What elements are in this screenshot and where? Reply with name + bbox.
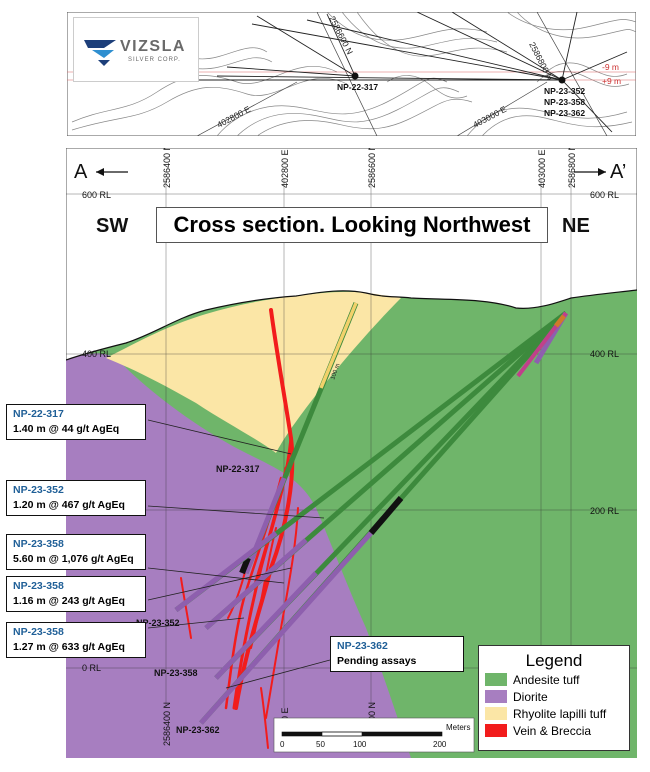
callout-assay: Pending assays [337, 655, 417, 667]
legend-label: Andesite tuff [513, 672, 580, 687]
offset-label-plus: +9 m [602, 76, 621, 86]
plan-drill-traces [197, 12, 628, 133]
callout-hole: NP-23-352 [13, 484, 64, 496]
plan-collar-label: NP-23-358 [544, 97, 585, 107]
rl-left-0: 0 RL [82, 663, 101, 673]
callout-box: NP-22-317 1.40 m @ 44 g/t AgEq [6, 404, 146, 440]
section-end-left: A [74, 161, 88, 183]
callout-box: NP-23-358 1.16 m @ 243 g/t AgEq [6, 576, 146, 612]
vizsla-logo-mark: VIZSLA SILVER CORP. [84, 38, 186, 66]
hole-label: NP-23-358 [154, 668, 198, 678]
plan-collar-label: NP-22-317 [337, 82, 378, 92]
hole-label: NP-22-317 [216, 464, 260, 474]
legend-item-andesite: Andesite tuff [485, 671, 629, 688]
callout-assay: 1.20 m @ 467 g/t AgEq [13, 499, 125, 511]
grid-label-top: 403000 E [537, 149, 547, 188]
grid-label-top: 2586400 N [162, 148, 172, 188]
rl-right-200: 200 RL [590, 506, 619, 516]
callout-assay: 5.60 m @ 1,076 g/t AgEq [13, 553, 134, 565]
plan-collar-label: NP-23-352 [544, 86, 585, 96]
callout-leaders [147, 419, 331, 689]
callout-hole: NP-23-362 [337, 640, 388, 652]
callout-box: NP-23-362 Pending assays [330, 636, 464, 672]
legend-label: Rhyolite lapilli tuff [513, 706, 607, 721]
offset-label-minus: -9 m [602, 62, 619, 72]
legend-swatch [485, 707, 507, 720]
cross-section: 100 m A A’ SW NE 600 RL 400 RL 0 RL 600 … [66, 148, 637, 758]
callout-assay: 1.40 m @ 44 g/t AgEq [13, 423, 120, 435]
direction-ne: NE [562, 215, 590, 237]
callout-box: NP-23-352 1.20 m @ 467 g/t AgEq [6, 480, 146, 516]
rl-left-600: 600 RL [82, 190, 111, 200]
depth-label: 100 m [330, 363, 341, 381]
callout-assay: 1.16 m @ 243 g/t AgEq [13, 595, 125, 607]
legend-item-rhyolite: Rhyolite lapilli tuff [485, 705, 629, 722]
plan-grid [196, 12, 608, 136]
legend: Legend Andesite tuff Diorite Rhyolite la… [478, 645, 630, 751]
logo-name: VIZSLA [120, 38, 186, 55]
diorite-unit [66, 353, 411, 758]
company-logo: VIZSLA SILVER CORP. [73, 17, 199, 82]
rl-right-400: 400 RL [590, 349, 619, 359]
legend-label: Diorite [513, 689, 548, 704]
legend-swatch [485, 673, 507, 686]
rl-right-600: 600 RL [590, 190, 619, 200]
scale-tick: 0 [280, 740, 285, 749]
rhyolite-unit [106, 291, 401, 453]
grid-label-top: 2586600 N [367, 148, 377, 188]
scale-bar: Meters 0 50 100 200 [273, 717, 475, 753]
legend-title: Legend [525, 651, 583, 670]
scale-tick: 50 [316, 740, 325, 749]
scale-tick: 100 [353, 740, 367, 749]
direction-sw: SW [96, 215, 128, 237]
callout-hole: NP-23-358 [13, 626, 64, 638]
scale-tick: 200 [433, 740, 447, 749]
grid-label-top: 402800 E [280, 149, 290, 188]
section-end-right: A’ [610, 161, 626, 183]
logo-sub: SILVER CORP. [128, 57, 181, 63]
legend-item-vein: Vein & Breccia [485, 722, 629, 739]
section-title-text: Cross section. Looking Northwest [173, 212, 531, 237]
callout-hole: NP-23-358 [13, 580, 64, 592]
callout-box: NP-23-358 5.60 m @ 1,076 g/t AgEq [6, 534, 146, 570]
grid-label-top: 2586800 N [567, 148, 577, 188]
legend-swatch [485, 724, 507, 737]
callout-hole: NP-22-317 [13, 408, 64, 420]
callout-assay: 1.27 m @ 633 g/t AgEq [13, 641, 125, 653]
callout-hole: NP-23-358 [13, 538, 64, 550]
hole-label: NP-23-352 [136, 618, 180, 628]
scale-unit: Meters [446, 723, 470, 732]
legend-swatch [485, 690, 507, 703]
legend-label: Vein & Breccia [513, 723, 592, 738]
hole-label: NP-23-362 [176, 725, 220, 735]
grid-label-bottom: 2586400 N [162, 702, 172, 746]
rl-left-400: 400 RL [82, 349, 111, 359]
section-title: Cross section. Looking Northwest [156, 207, 548, 243]
drill-holes [174, 302, 569, 725]
callout-box: NP-23-358 1.27 m @ 633 g/t AgEq [6, 622, 146, 658]
legend-item-diorite: Diorite [485, 688, 629, 705]
plan-collar-label: NP-23-362 [544, 108, 585, 118]
